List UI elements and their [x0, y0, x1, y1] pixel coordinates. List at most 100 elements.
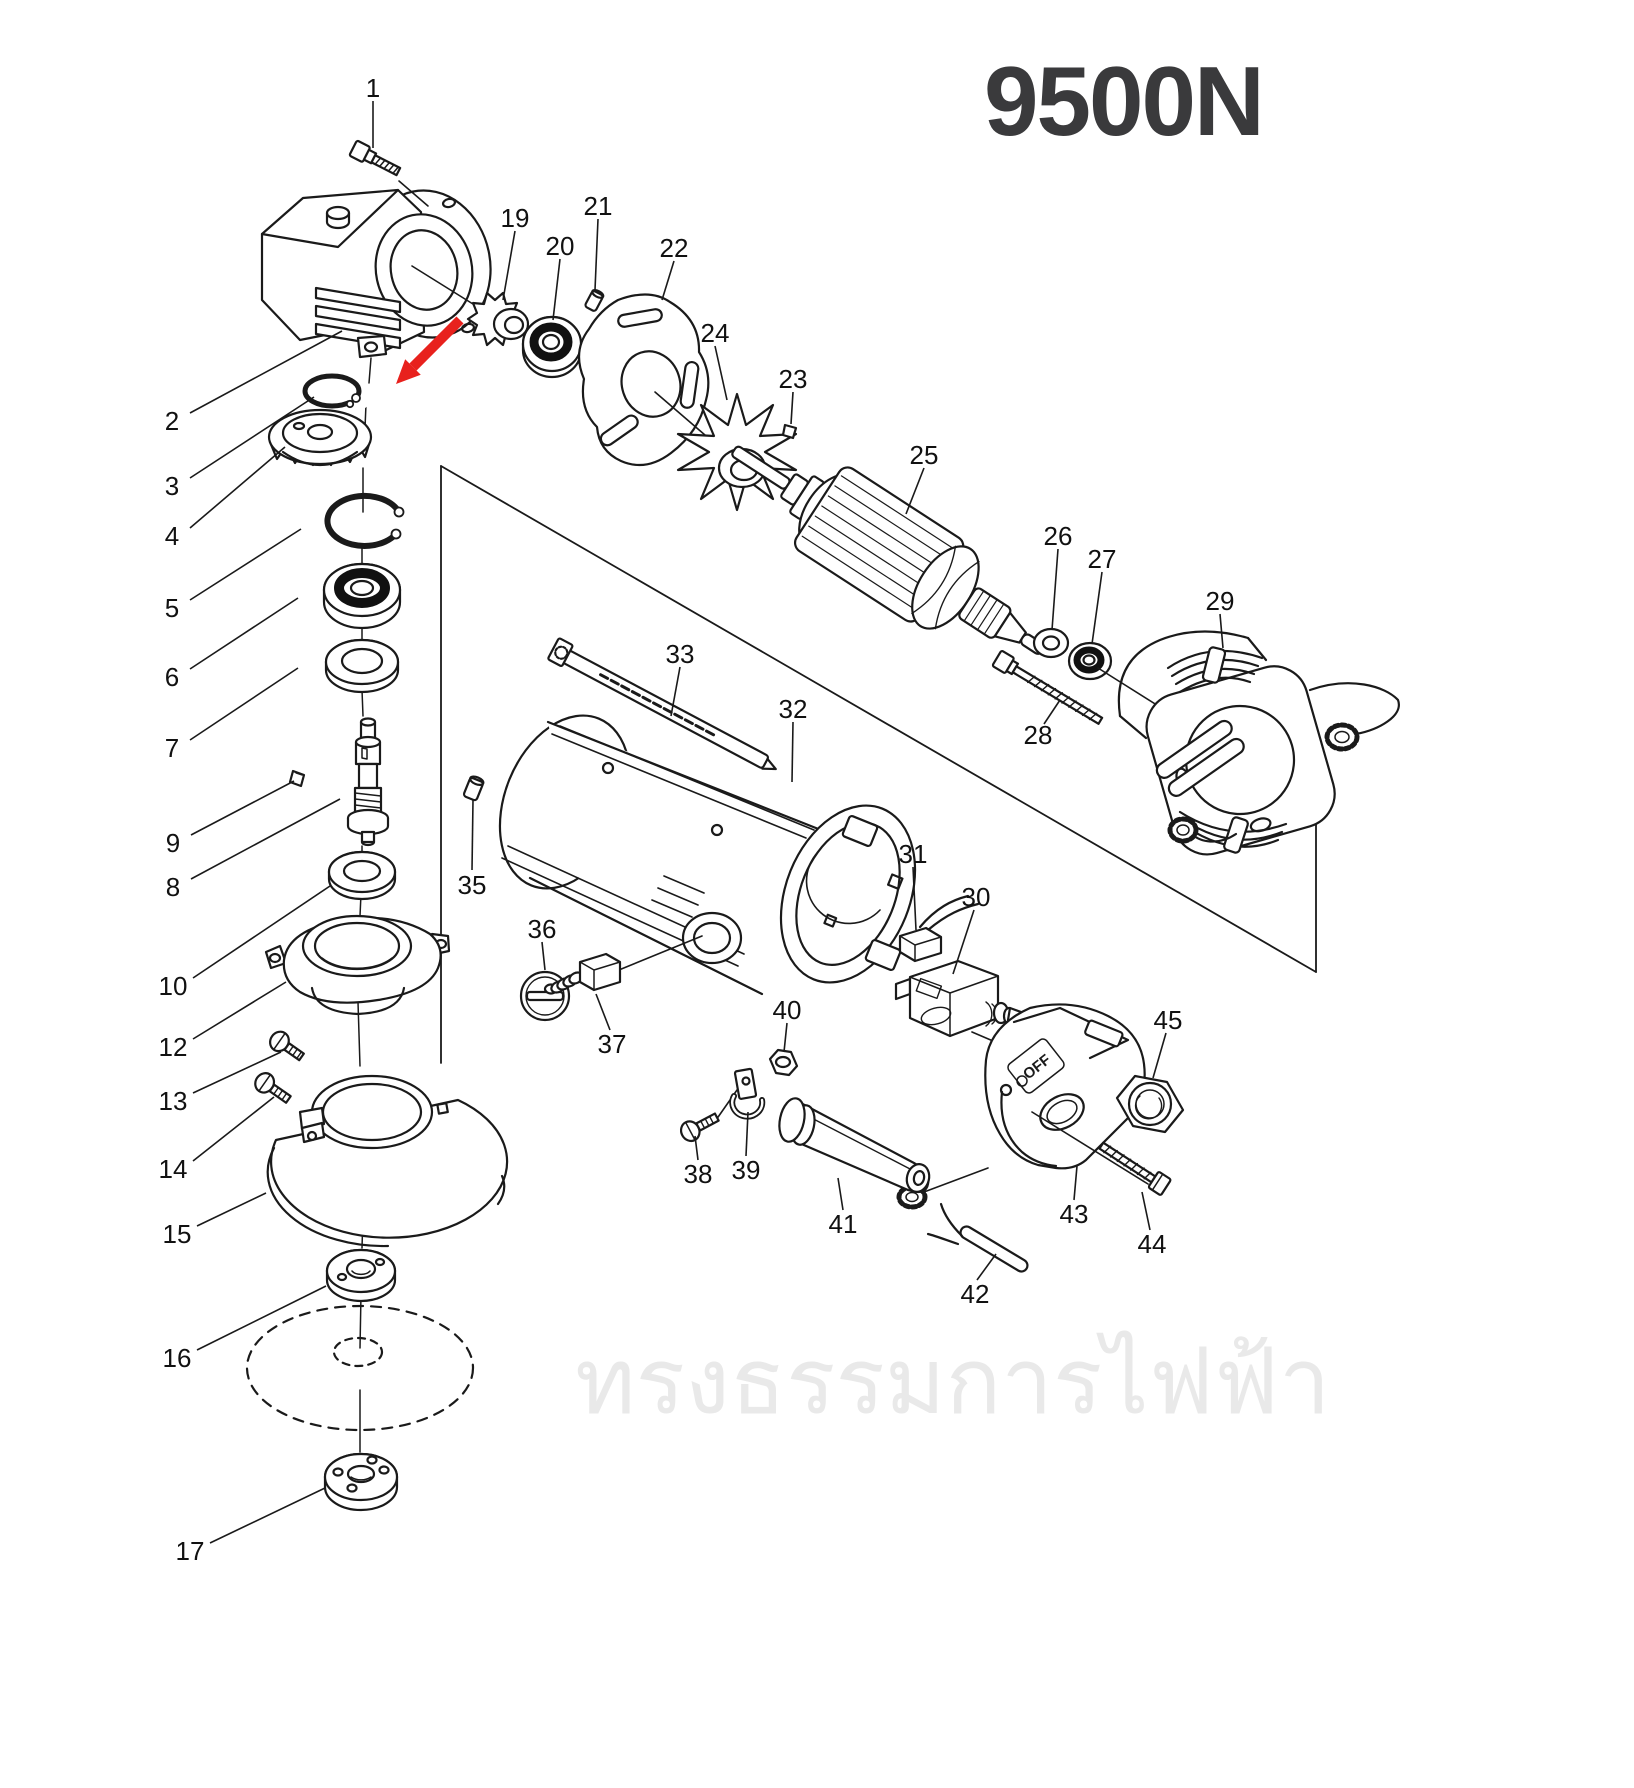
leader-line-5: [189, 528, 302, 601]
part-23-key-drawing: [781, 423, 798, 440]
part-label-9-key: 9: [166, 828, 180, 858]
part-label-1-screw: 1: [366, 73, 380, 103]
leader-line-7: [189, 667, 299, 741]
leader-line-21: [594, 218, 599, 291]
part-44-screw-drawing: [1098, 1141, 1172, 1196]
part-26-washer-drawing: [1032, 627, 1070, 659]
leader-line-33: [670, 666, 681, 717]
leader-line-31: [912, 866, 917, 931]
part-label-25-armature: 25: [910, 440, 939, 470]
part-label-37-carbon-brush: 37: [598, 1029, 627, 1059]
part-32-motor-housing-drawing: [498, 714, 917, 996]
leader-line-14: [192, 1096, 275, 1162]
part-label-4-bevel-gear: 4: [165, 521, 179, 551]
leader-line-16: [196, 1285, 327, 1351]
red-arrow-shaft: [409, 316, 464, 371]
part-13-screw-drawing: [269, 1030, 305, 1062]
annotation-arrow: [396, 316, 464, 384]
part-label-30-switch: 30: [962, 882, 991, 912]
part-15-wheel-guard-drawing: [266, 1074, 509, 1248]
leader-line-19: [502, 230, 516, 301]
part-label-19-pinion-gear: 19: [501, 203, 530, 233]
leader-line-43: [1073, 1165, 1078, 1201]
part-37-carbon-brush-drawing: [543, 952, 622, 995]
leader-line-40: [783, 1022, 788, 1053]
part-label-26-washer: 26: [1044, 521, 1073, 551]
part-3-retaining-ring-drawing: [302, 373, 368, 409]
part-label-16-inner-flange: 16: [163, 1343, 192, 1373]
part-43-handle-cover-drawing: OFF: [984, 1003, 1149, 1185]
red-arrow-head: [396, 359, 421, 384]
part-label-36-brush-cap: 36: [528, 914, 557, 944]
part-38-screw-drawing: [679, 1112, 720, 1143]
leader-line-38: [694, 1135, 699, 1161]
part-label-38-screw: 38: [684, 1159, 713, 1189]
part-39-cord-clip-drawing: [715, 1067, 766, 1121]
leader-line-17: [209, 1487, 326, 1544]
part-label-24-fan: 24: [701, 318, 730, 348]
part-label-17-lock-nut: 17: [176, 1536, 205, 1566]
leader-line-39: [745, 1111, 749, 1157]
part-7-washer-drawing: [324, 638, 400, 694]
part-41-side-handle-drawing: [778, 1097, 931, 1194]
part-label-31-connector: 31: [899, 839, 928, 869]
leader-line-22: [661, 260, 675, 301]
part-20-ball-bearing-drawing: [521, 315, 583, 379]
leader-line-10: [192, 885, 331, 979]
part-21-pin-drawing: [584, 288, 605, 312]
part-label-2-gear-housing: 2: [165, 406, 179, 436]
part-label-43-handle-cover: 43: [1060, 1199, 1089, 1229]
part-label-39-cord-clip: 39: [732, 1155, 761, 1185]
part-9-key-drawing: [288, 769, 306, 788]
leader-line-45: [1152, 1032, 1167, 1079]
leader-line-8: [190, 798, 341, 880]
part-label-35-pin: 35: [458, 870, 487, 900]
leader-line-20: [552, 258, 561, 321]
leader-line-27: [1091, 571, 1103, 645]
part-33-brush-holder-plate-drawing: [547, 637, 777, 771]
part-label-32-motor-housing: 32: [779, 694, 808, 724]
part-19-pinion-gear-drawing: [466, 291, 530, 347]
part-29-field-coil-drawing: [1117, 630, 1400, 856]
leader-line-44: [1141, 1191, 1151, 1231]
part-8-spindle-drawing: [346, 717, 390, 847]
leader-line-24: [714, 345, 728, 401]
leader-line-15: [196, 1192, 267, 1227]
leader-line-41: [837, 1177, 844, 1211]
leader-line-30: [952, 909, 975, 975]
leader-line-9: [190, 780, 295, 836]
part-label-22-baffle-plate: 22: [660, 233, 689, 263]
part-label-10-felt-ring: 10: [159, 971, 188, 1001]
leader-line-42: [976, 1253, 997, 1281]
part-14-screw-drawing: [254, 1072, 292, 1104]
watermark-text: ทรงธรรมการไฟฟ้า: [575, 1331, 1331, 1433]
grinding-wheel-drawing: [245, 1304, 475, 1432]
leader-line-28: [1043, 699, 1061, 725]
part-42-power-cord-drawing: [926, 1202, 1029, 1273]
leader-line-32: [791, 721, 794, 783]
part-label-27-ball-bearing: 27: [1088, 544, 1117, 574]
part-number-labels: 1234567981012131415161719202122242325262…: [159, 73, 1235, 1566]
leader-line-37: [595, 993, 611, 1031]
part-16-inner-flange-drawing: [325, 1248, 397, 1303]
part-label-3-retaining-ring: 3: [165, 471, 179, 501]
part-label-42-power-cord: 42: [961, 1279, 990, 1309]
leader-line-6: [189, 597, 299, 670]
part-22-baffle-plate-drawing: [577, 293, 742, 467]
leader-line-35: [471, 799, 474, 871]
part-label-29-field-coil: 29: [1206, 586, 1235, 616]
leader-line-12: [192, 981, 287, 1040]
part-label-12-bearing-box: 12: [159, 1032, 188, 1062]
part-label-28-screw: 28: [1024, 720, 1053, 750]
part-label-44-screw: 44: [1138, 1229, 1167, 1259]
leader-line-29: [1219, 613, 1224, 649]
part-label-20-ball-bearing: 20: [546, 231, 575, 261]
part-35-pin-drawing: [462, 775, 485, 802]
part-6-ball-bearing-drawing: [322, 562, 402, 630]
part-25-armature-drawing: [731, 445, 1046, 655]
part-label-45-hex-nut: 45: [1154, 1005, 1183, 1035]
part-45-hex-nut-drawing: [1115, 1074, 1185, 1134]
part-label-14-screw: 14: [159, 1154, 188, 1184]
part-label-23-key: 23: [779, 364, 808, 394]
model-title: 9500N: [984, 46, 1265, 156]
